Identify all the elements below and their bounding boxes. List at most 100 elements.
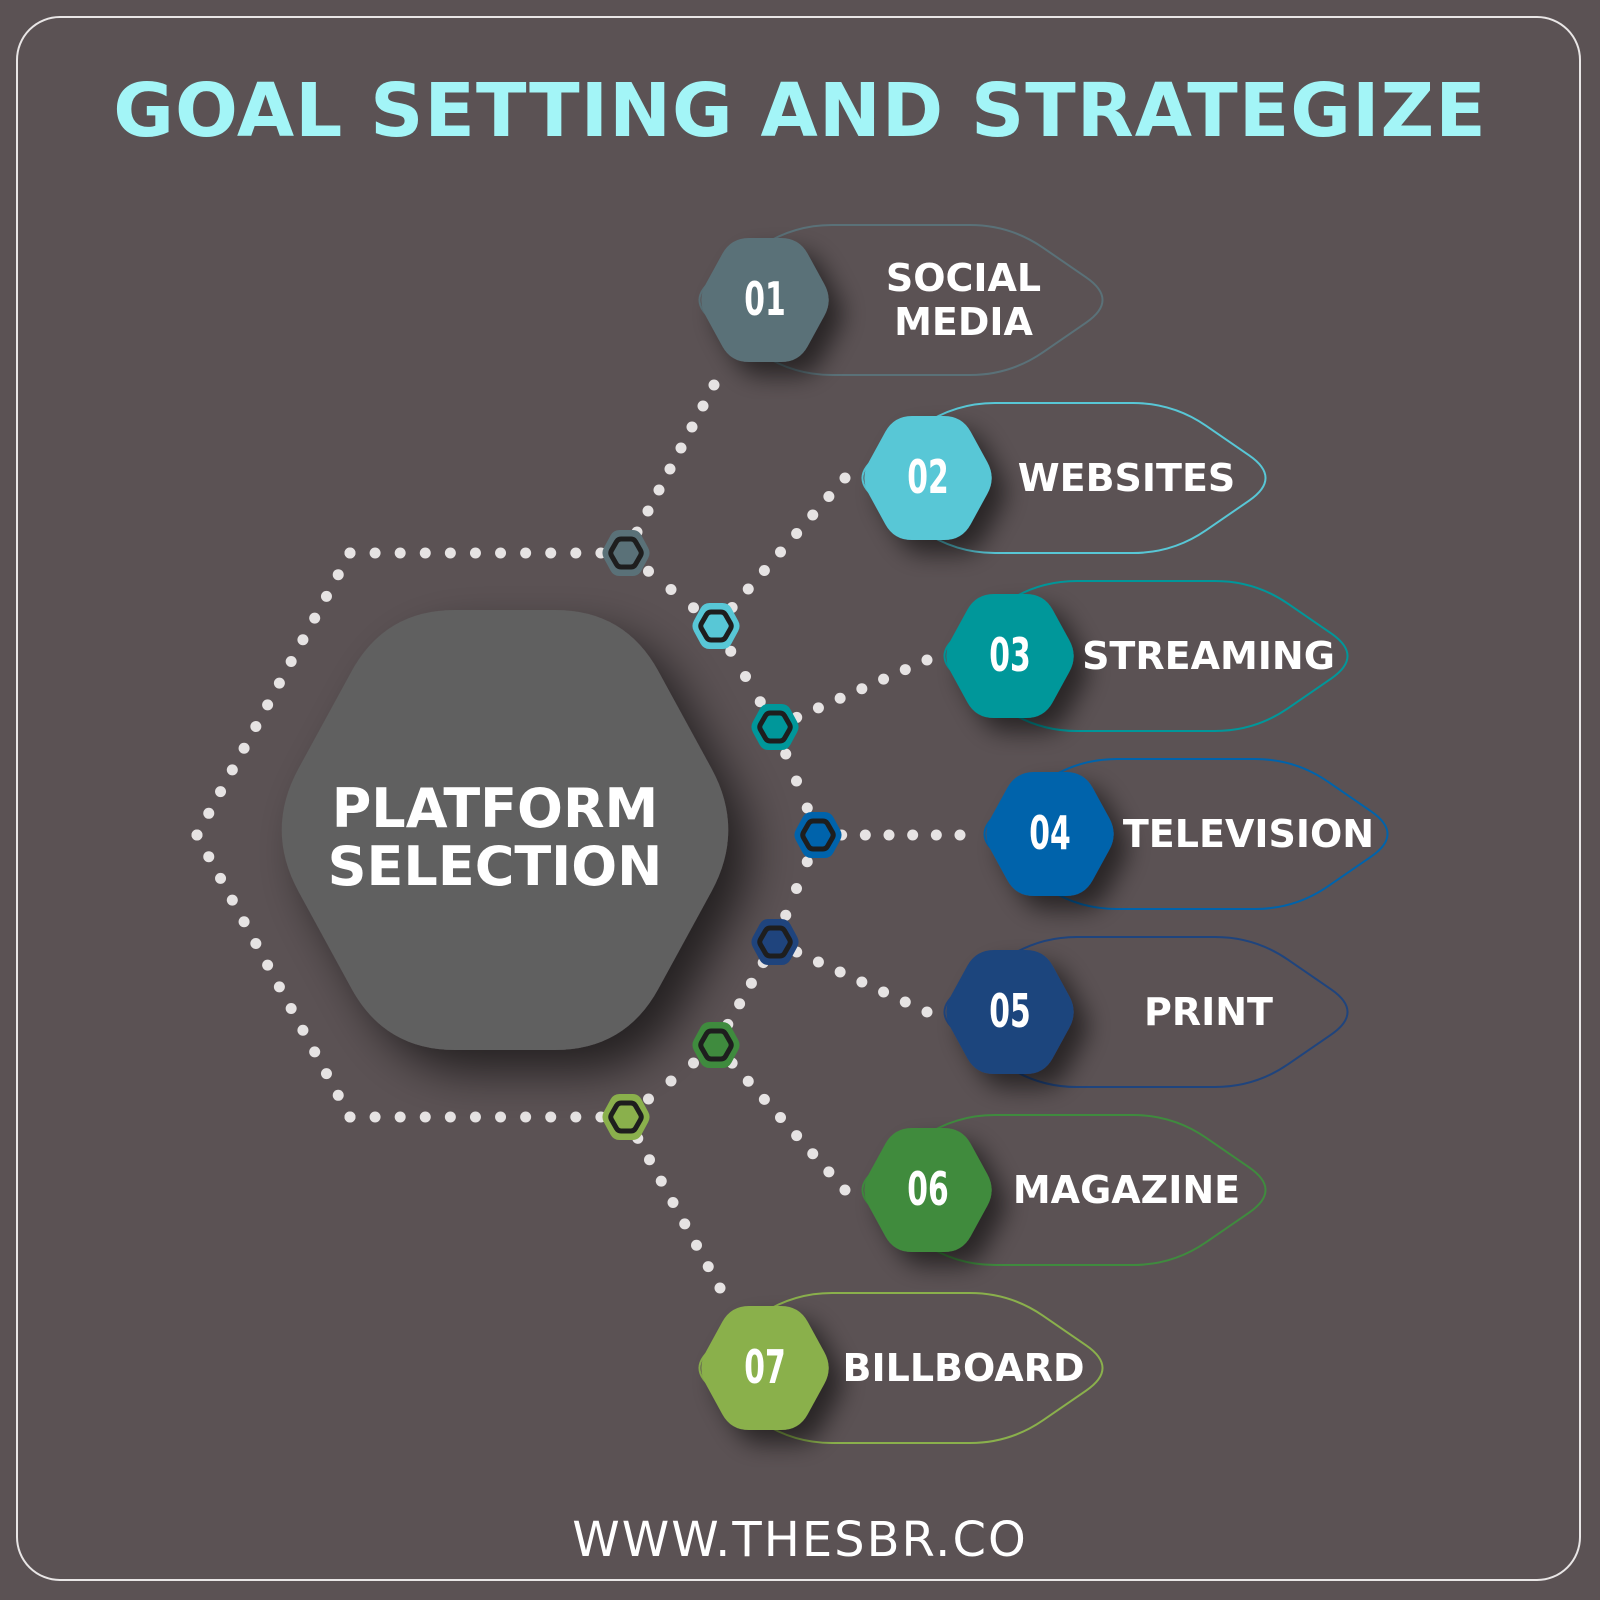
dot (791, 528, 803, 539)
dot (697, 400, 709, 412)
dot (203, 807, 215, 819)
dot (834, 692, 846, 704)
node-inner (608, 536, 644, 570)
dot (856, 976, 868, 988)
center-hexagon (281, 610, 729, 1050)
connector-node (794, 812, 842, 858)
card-number: 02 (907, 450, 949, 504)
dot (688, 1057, 699, 1069)
dot (758, 1093, 770, 1105)
dot (309, 612, 321, 624)
connector-node (692, 603, 740, 649)
dot (780, 748, 792, 760)
card-label: STREAMING (1082, 634, 1335, 678)
dot (907, 829, 919, 841)
dot (469, 547, 481, 559)
card-number: 04 (1029, 806, 1071, 860)
dot (191, 829, 203, 841)
dot (856, 683, 868, 695)
platform-card (943, 580, 1349, 732)
center-label: PLATFORM SELECTION (327, 777, 663, 898)
dot (520, 547, 532, 559)
dot (812, 702, 824, 714)
card-connector (710, 472, 851, 632)
ring-segment (344, 1111, 632, 1123)
outer-frame (16, 16, 1581, 1581)
dot (745, 977, 757, 989)
dot (754, 696, 766, 708)
dot (878, 986, 890, 998)
dot (921, 1006, 933, 1018)
card-number: 07 (744, 1340, 786, 1394)
dot (791, 1130, 803, 1142)
dot (570, 1111, 582, 1123)
number-hexagon (864, 416, 992, 540)
dot (664, 463, 676, 475)
dot (495, 1111, 507, 1123)
dot (215, 872, 227, 884)
platform-card (861, 1114, 1267, 1266)
dot (297, 634, 309, 646)
card-label: TELEVISION (1122, 812, 1375, 856)
dot (394, 1111, 406, 1123)
card-number: 06 (907, 1162, 949, 1216)
dot (545, 547, 557, 559)
dot (775, 1112, 786, 1123)
dot (545, 1111, 557, 1123)
dot (775, 546, 786, 558)
platform-card (943, 936, 1349, 1088)
dot (714, 1282, 726, 1294)
card-number: 03 (989, 628, 1031, 682)
ring-segment (344, 547, 632, 559)
dot (332, 569, 344, 581)
card-label: SOCIAL MEDIA (885, 256, 1042, 344)
center-hexagon-shape (281, 610, 729, 1050)
connector-nodes (602, 530, 842, 1140)
number-hexagon (986, 772, 1114, 896)
dot (226, 764, 238, 776)
platform-cards (698, 224, 1389, 1444)
dot (642, 505, 654, 517)
node-inner (757, 925, 793, 959)
dot (495, 547, 507, 559)
dot (708, 379, 720, 391)
card-label: MAGAZINE (1012, 1168, 1241, 1212)
dot (285, 655, 297, 667)
dot (823, 1166, 835, 1178)
dot (675, 442, 687, 454)
platform-card (861, 402, 1267, 554)
node-inner (757, 710, 793, 744)
dot (899, 996, 911, 1008)
number-hexagon (864, 1128, 992, 1252)
dot (285, 1003, 297, 1015)
dot (238, 916, 250, 928)
connector-node (751, 919, 799, 965)
dot (742, 583, 754, 595)
dot (740, 671, 751, 682)
card-label: BILLBOARD (842, 1346, 1085, 1390)
dot (954, 829, 966, 841)
dot (203, 851, 215, 863)
dot (262, 699, 274, 711)
footer-url: WWW.THESBR.CO (572, 1512, 1028, 1568)
dot (250, 937, 262, 949)
number-hexagon (701, 1306, 829, 1430)
platform-card (698, 224, 1104, 376)
card-connector (710, 1039, 851, 1196)
connector-node (602, 1094, 650, 1140)
dot (320, 590, 332, 602)
dot (238, 742, 250, 754)
connector-node (602, 530, 650, 576)
dot (262, 959, 274, 971)
dot (823, 491, 835, 502)
dot (921, 654, 933, 666)
dot (644, 1154, 655, 1166)
dot (643, 1093, 654, 1105)
number-hexagon (946, 950, 1074, 1074)
dot (758, 565, 770, 576)
dot (839, 472, 851, 484)
dot (419, 1111, 431, 1123)
dot (801, 856, 813, 868)
dot (742, 1075, 754, 1087)
dot (655, 1175, 667, 1187)
